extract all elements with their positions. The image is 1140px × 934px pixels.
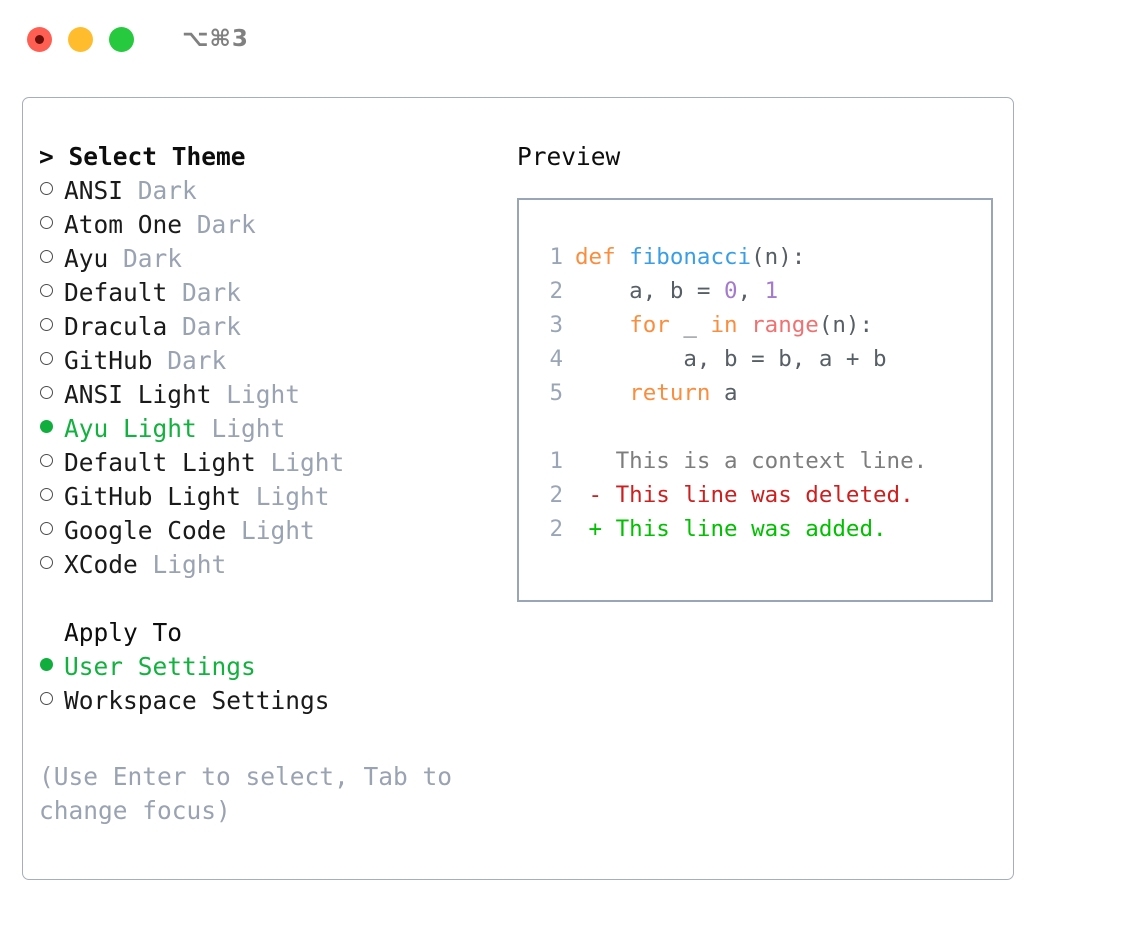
line-number: 5 bbox=[549, 380, 563, 406]
theme-variant-badge: Dark bbox=[123, 176, 197, 205]
code-token: def bbox=[575, 244, 630, 270]
code-token: range bbox=[751, 312, 819, 338]
theme-variant-badge: Light bbox=[241, 482, 330, 511]
window-titlebar: ⌥⌘3 bbox=[0, 0, 1140, 78]
theme-variant-badge: Light bbox=[196, 414, 286, 443]
theme-variant-badge: Light bbox=[226, 516, 315, 545]
code-token: _ bbox=[669, 312, 711, 338]
theme-item-8[interactable]: Default Light Light bbox=[39, 446, 501, 480]
window-title: ⌥⌘3 bbox=[182, 26, 249, 52]
theme-item-label: Dracula bbox=[64, 312, 168, 341]
diff-text: - This line was deleted. bbox=[575, 482, 914, 508]
diff-line-0: 1 This is a context line. bbox=[537, 444, 991, 478]
code-token: 0 bbox=[724, 278, 738, 304]
minimize-button-icon[interactable] bbox=[68, 26, 93, 52]
apply-item-label: Workspace Settings bbox=[64, 686, 330, 715]
code-token: for bbox=[629, 312, 670, 338]
code-token: , bbox=[737, 278, 765, 304]
theme-variant-badge: Light bbox=[211, 380, 301, 409]
theme-variant-badge: Dark bbox=[108, 244, 183, 273]
code-line-0: 1 def fibonacci(n): bbox=[537, 240, 991, 274]
theme-item-5[interactable]: GitHub Dark bbox=[39, 344, 501, 378]
code-token: fibonacci bbox=[629, 244, 752, 270]
traffic-light-group bbox=[27, 26, 134, 52]
diff-text: + This line was added. bbox=[575, 516, 887, 542]
code-token bbox=[575, 312, 629, 338]
theme-item-label: Atom One bbox=[64, 210, 183, 239]
code-token: a bbox=[710, 380, 738, 406]
theme-item-1[interactable]: Atom One Dark bbox=[39, 208, 501, 242]
code-token: (n): bbox=[751, 244, 806, 270]
code-token: return bbox=[629, 380, 711, 406]
theme-item-4[interactable]: Dracula Dark bbox=[39, 310, 501, 344]
theme-variant-badge: Dark bbox=[182, 210, 256, 239]
theme-item-label: Default Light bbox=[64, 448, 256, 477]
theme-item-label: Google Code bbox=[64, 516, 227, 545]
theme-item-label: XCode bbox=[64, 550, 138, 579]
theme-item-label: ANSI bbox=[64, 176, 124, 205]
line-number: 2 bbox=[549, 482, 563, 508]
theme-item-label: GitHub Light bbox=[64, 482, 242, 511]
theme-variant-badge: Dark bbox=[152, 346, 227, 375]
line-number: 1 bbox=[549, 244, 563, 270]
line-number: 4 bbox=[549, 346, 563, 372]
keyboard-hint: (Use Enter to select, Tab to change focu… bbox=[39, 762, 453, 825]
diff-sample: 1 This is a context line.2 - This line w… bbox=[537, 444, 991, 546]
code-token: 1 bbox=[764, 278, 779, 304]
line-number: 2 bbox=[549, 516, 563, 542]
theme-item-label: GitHub bbox=[64, 346, 153, 375]
theme-item-3[interactable]: Default Dark bbox=[39, 276, 501, 310]
line-number: 3 bbox=[549, 312, 563, 338]
zoom-button-icon[interactable] bbox=[109, 26, 134, 52]
apply-item-0[interactable]: User Settings bbox=[39, 650, 501, 684]
apply-to-heading: Apply To bbox=[64, 618, 183, 647]
code-line-4: 5 return a bbox=[537, 376, 991, 410]
code-line-2: 3 for _ in range(n): bbox=[537, 308, 991, 342]
diff-line-1: 2 - This line was deleted. bbox=[537, 478, 991, 512]
theme-item-0[interactable]: ANSI Dark bbox=[39, 174, 501, 208]
theme-item-label: Default bbox=[64, 278, 168, 307]
theme-variant-badge: Dark bbox=[167, 278, 242, 307]
close-button-icon[interactable] bbox=[27, 26, 52, 52]
code-token: in bbox=[710, 312, 738, 338]
preview-heading: Preview bbox=[517, 142, 621, 171]
theme-item-9[interactable]: GitHub Light Light bbox=[39, 480, 501, 514]
diff-text: This is a context line. bbox=[575, 448, 928, 474]
code-line-3: 4 a, b = b, a + b bbox=[537, 342, 991, 376]
code-diff-spacer bbox=[537, 410, 991, 444]
theme-item-2[interactable]: Ayu Dark bbox=[39, 242, 501, 276]
code-line-1: 2 a, b = 0, 1 bbox=[537, 274, 991, 308]
code-token: (n): bbox=[818, 312, 874, 338]
code-token: a, b = bbox=[575, 278, 725, 304]
apply-item-1[interactable]: Workspace Settings bbox=[39, 684, 501, 718]
theme-item-7[interactable]: Ayu Light Light bbox=[39, 412, 501, 446]
apply-item-label: User Settings bbox=[64, 652, 256, 681]
theme-item-label: ANSI Light bbox=[64, 380, 212, 409]
theme-item-11[interactable]: XCode Light bbox=[39, 548, 501, 582]
theme-variant-badge: Light bbox=[137, 550, 227, 579]
theme-item-6[interactable]: ANSI Light Light bbox=[39, 378, 501, 412]
theme-variant-badge: Light bbox=[255, 448, 345, 477]
theme-item-10[interactable]: Google Code Light bbox=[39, 514, 501, 548]
line-number: 2 bbox=[549, 278, 563, 304]
select-theme-heading: > Select Theme bbox=[39, 142, 246, 171]
theme-item-label: Ayu bbox=[64, 244, 109, 273]
diff-line-2: 2 + This line was added. bbox=[537, 512, 991, 546]
theme-item-label: Ayu Light bbox=[64, 414, 197, 443]
code-token bbox=[738, 312, 752, 338]
line-number: 1 bbox=[549, 448, 563, 474]
theme-variant-badge: Dark bbox=[167, 312, 242, 341]
code-token bbox=[575, 380, 629, 406]
list-spacer bbox=[39, 582, 501, 616]
code-token: a, b = b, a + b bbox=[575, 346, 887, 372]
